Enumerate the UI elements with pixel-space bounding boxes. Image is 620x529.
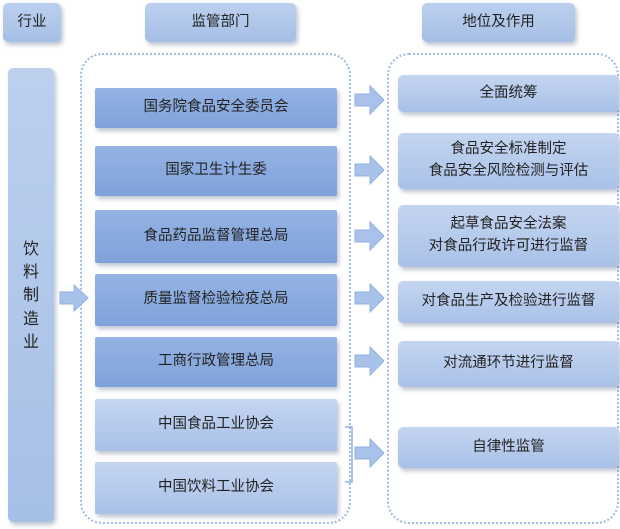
- industry-char: 业: [22, 331, 39, 351]
- regulator-box: 工商行政管理总局: [95, 337, 337, 387]
- industry-char: 饮: [22, 239, 39, 259]
- regulator-box: 质量监督检验检疫总局: [95, 274, 337, 326]
- role-text: 食品安全标准制定: [450, 141, 567, 158]
- role-text: 自律性监管: [472, 438, 545, 455]
- regulator-box: 食品药品监督管理总局: [95, 210, 337, 263]
- header-role: 地位及作用: [422, 3, 575, 42]
- industry-char: 料: [22, 262, 39, 282]
- role-text: 全面统筹: [479, 84, 538, 101]
- regulator-group-frame: [80, 53, 351, 524]
- regulator-box: 中国食品工业协会: [95, 399, 337, 451]
- header-regulator: 监管部门: [145, 3, 296, 42]
- role-box: 食品安全标准制定 食品安全风险检测与评估: [398, 133, 619, 189]
- regulator-box: 国家卫生计生委: [95, 146, 337, 196]
- role-box: 对食品生产及检验进行监督: [398, 281, 619, 323]
- arrow-right-icon: [354, 154, 385, 186]
- industry-char: 制: [22, 285, 39, 305]
- role-text: 对食品生产及检验进行监督: [421, 293, 596, 310]
- role-box: 自律性监管: [398, 427, 619, 468]
- role-box: 起草食品安全法案 对食品行政许可进行监督: [398, 205, 619, 267]
- arrow-right-icon: [354, 84, 385, 116]
- regulator-box: 中国饮料工业协会: [95, 462, 337, 514]
- role-text: 对食品行政许可进行监督: [428, 238, 589, 254]
- header-industry: 行业: [3, 3, 61, 42]
- arrow-right-icon: [354, 282, 385, 314]
- bracket-line: [345, 426, 353, 483]
- regulator-box: 国务院食品安全委员会: [95, 88, 337, 128]
- arrow-right-icon: [59, 283, 89, 313]
- role-text: 食品安全风险检测与评估: [428, 163, 589, 179]
- arrow-right-icon: [354, 220, 385, 252]
- role-box: 对流通环节进行监督: [398, 341, 619, 387]
- role-box: 全面统筹: [398, 75, 619, 112]
- role-text: 对流通环节进行监督: [443, 355, 574, 372]
- industry-box: 饮 料 制 造 业: [8, 68, 54, 522]
- arrow-right-icon: [354, 437, 385, 469]
- arrow-right-icon: [354, 345, 385, 377]
- role-text: 起草食品安全法案: [450, 216, 567, 233]
- industry-char: 造: [22, 308, 39, 328]
